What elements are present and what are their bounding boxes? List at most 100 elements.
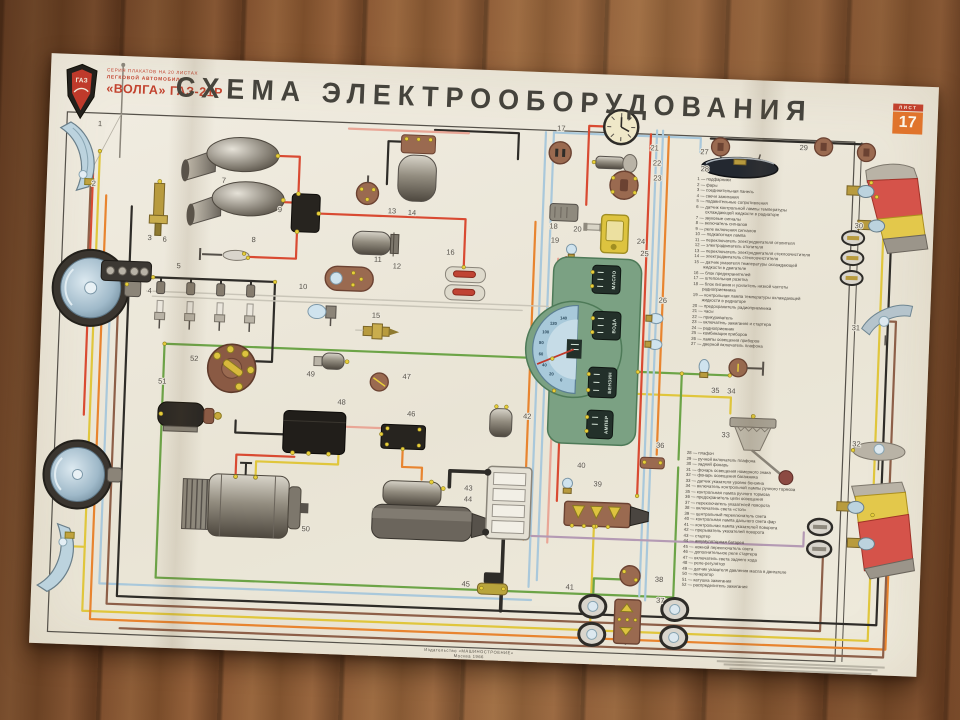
callout-number: 9 [278, 205, 283, 214]
callout-number: 6 [162, 235, 167, 244]
gauge-water-label: ВОДА [611, 318, 617, 333]
callout-number: 15 [372, 311, 381, 320]
callout-number: 28 [701, 164, 710, 173]
sheet-number: 17 [892, 111, 924, 135]
sheet-banner: ЛИСТ [893, 103, 924, 112]
gaz-badge-icon: ГАЗ [66, 63, 98, 120]
radiator-temp-sensor [148, 179, 169, 237]
dome-lamp-switch-right [813, 137, 834, 157]
cigarette-lighter [591, 153, 638, 173]
callout-number: 1 [98, 119, 103, 128]
radio-receiver [599, 213, 630, 254]
callout-number: 20 [573, 224, 582, 233]
publisher-logo-block: ГАЗ СЕРИЯ ПЛАКАТОВ НА 20 ЛИСТАХ ЛЕГКОВОЙ… [63, 62, 224, 126]
callout-number: 31 [852, 323, 861, 332]
high-beam-lamp [562, 477, 574, 494]
reverse-light-switch [369, 372, 389, 392]
callout-number: 21 [650, 143, 659, 152]
speedometer-tick-label: 0 [560, 377, 563, 382]
fuse-block [444, 266, 486, 302]
callout-number: 52 [190, 354, 199, 363]
callout-number: 42 [523, 412, 532, 421]
callout-number: 46 [407, 409, 416, 418]
callout-number: 4 [147, 286, 152, 295]
oil-pressure-sensor [313, 352, 350, 370]
voltage-regulator [282, 410, 347, 457]
clock [602, 108, 640, 146]
central-light-switch [563, 500, 649, 529]
callout-number: 29 [799, 143, 808, 152]
plug-socket [548, 141, 572, 165]
connection-panel [100, 259, 153, 283]
callout-number: 17 [557, 124, 566, 133]
front-parking-light [59, 121, 95, 192]
callout-number: 43 [464, 483, 473, 492]
gaz-badge-text: ГАЗ [75, 77, 87, 84]
callout-number: 3 [147, 233, 152, 242]
trunk-light [850, 441, 906, 471]
callout-number: 45 [461, 579, 470, 588]
sheet-number-block: ЛИСТ 17 [892, 103, 924, 135]
horn-upper [181, 137, 281, 182]
headlight-front [51, 248, 142, 327]
horn-button [198, 247, 251, 261]
radio-fuse [583, 222, 604, 232]
foot-dimmer-switch [476, 572, 508, 596]
radio-power-supply [549, 203, 579, 222]
callout-number: 8 [251, 235, 256, 244]
callout-number: 12 [393, 261, 402, 270]
underhood-lamp [307, 304, 337, 327]
callout-number: 2 [92, 179, 97, 188]
callout-number: 30 [854, 221, 863, 230]
callout-number: 41 [565, 582, 574, 591]
gauge-oil-label: МАСЛО [611, 270, 617, 289]
ignition-coil [157, 401, 222, 433]
speedometer-tick-label: 120 [550, 321, 558, 326]
indicator-bulb-holder-left [577, 593, 608, 647]
connector-stack-right-top [839, 230, 866, 287]
ignition-switch [609, 170, 639, 200]
callout-number: 40 [577, 461, 586, 470]
callout-number: 19 [551, 235, 560, 244]
license-plate-light [861, 304, 914, 346]
callout-number: 16 [446, 247, 455, 256]
rear-light-upper [846, 163, 929, 254]
speedometer-tick-label: 20 [549, 371, 555, 376]
speedometer-tick-label: 140 [560, 315, 568, 320]
handbrake-warning-lamp [698, 358, 710, 379]
gauge-fuel-label: БЕНЗИН [607, 372, 613, 394]
horn-lower [186, 181, 286, 226]
battery [482, 465, 533, 541]
speedometer-tick-label: 80 [539, 340, 545, 345]
callout-number: 13 [388, 206, 397, 215]
speedometer-tick-label: 100 [542, 329, 550, 334]
gauge-ammeter: АМПЕР [584, 409, 614, 440]
indicator-bulb-holder-right [659, 596, 690, 650]
lighting-fuse [639, 456, 665, 470]
callout-number: 27 [700, 147, 709, 156]
callout-number: 37 [656, 596, 665, 605]
callout-number: 32 [852, 439, 861, 448]
door-switch [856, 142, 877, 163]
callout-number: 44 [464, 494, 473, 503]
callout-number: 35 [711, 386, 720, 395]
callout-number: 18 [549, 221, 558, 230]
wiper-motor [397, 134, 437, 202]
speedometer-tick-label: 60 [539, 351, 545, 356]
gauge-fuel: БЕНЗИН [586, 366, 618, 399]
callout-number: 23 [653, 173, 662, 182]
callout-number: 36 [656, 441, 665, 450]
callout-number: 14 [408, 208, 417, 217]
turn-signal-flasher [489, 404, 513, 438]
spark-plug-row [153, 277, 256, 332]
gauge-oil: МАСЛО [590, 264, 622, 295]
callout-number: 10 [299, 282, 308, 291]
callout-number: 38 [655, 575, 664, 584]
